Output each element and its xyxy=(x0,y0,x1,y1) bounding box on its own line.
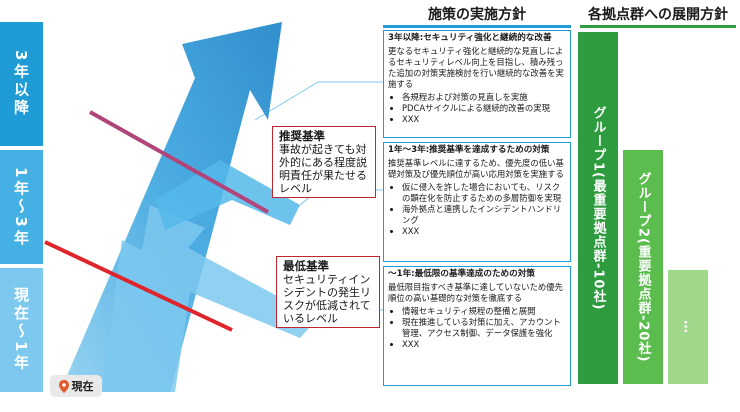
group-label: グループ2(重要拠点群-20社) xyxy=(635,171,651,363)
panel-body: 最低限目指すべき基準に達していないため優先順位の高い基礎的な対策を徹底する xyxy=(388,282,564,303)
panel-title: 〜1年:最低限の基準達成のための対策 xyxy=(388,269,535,279)
policy-header: 施策の実施方針 xyxy=(428,7,526,23)
recommended-threshold-line xyxy=(89,110,269,214)
current-label: 現在 xyxy=(71,380,94,393)
panel-item: 現在推進している対策に加え、アカウント管理、アクセス制御、データ保護を強化 xyxy=(402,317,566,339)
callout-title: 推奨基準 xyxy=(279,129,325,143)
group-more-bar: … xyxy=(668,270,708,384)
group-label: … xyxy=(680,320,696,334)
period-band-now-1: 現在〜1年 xyxy=(0,268,43,392)
panel-item: 各規程および対策の見直しを実施 xyxy=(402,92,566,103)
panel-body: 推奨基準レベルに達するため、優先度の低い基礎対策及び優先順位が高い応用対策を実施… xyxy=(388,158,564,179)
panel-body: 更なるセキュリティ強化と継続的な見直しによるセキュリティレベル向上を目指し、積み… xyxy=(388,46,564,89)
group-label: グループ1(最重要拠点群-10社) xyxy=(590,105,606,311)
policy-header-underline xyxy=(383,25,571,28)
current-marker: 現在 xyxy=(50,375,102,397)
deployment-header: 各拠点群への展開方針 xyxy=(588,7,728,23)
minimum-threshold-line xyxy=(44,240,233,332)
recommended-standard-callout: 推奨基準 事故が起きても対外的にある程度説明責任が果たせるレベル xyxy=(272,126,376,198)
panel-title: 3年以降:セキュリティ強化と継続的な改善 xyxy=(388,33,552,43)
callout-text: セキュリティインシデントの発生リスクが低減されているレベル xyxy=(283,273,371,325)
location-pin-icon xyxy=(58,379,69,393)
period-label: 現在〜1年 xyxy=(12,287,30,373)
panel-item: XXX xyxy=(402,226,566,237)
panel-item: 情報セキュリティ規程の整備と展開 xyxy=(402,306,566,317)
panel-item: 仮に侵入を許した場合においても、リスクの顕在化を防止するための多層防御を実現 xyxy=(402,182,566,204)
deployment-header-underline xyxy=(580,25,736,28)
panel-item: 海外拠点と連携したインシデントハンドリング xyxy=(402,204,566,226)
callout-title: 最低基準 xyxy=(283,259,329,273)
policy-panel-3-plus: 3年以降:セキュリティ強化と継続的な改善 更なるセキュリティ強化と継続的な見直し… xyxy=(383,30,571,138)
policy-panel-now-1: 〜1年:最低限の基準達成のための対策 最低限目指すべき基準に達していないため優先… xyxy=(383,266,571,386)
group-2-bar: グループ2(重要拠点群-20社) xyxy=(623,150,663,384)
connector-line xyxy=(254,81,383,121)
arrow-segment xyxy=(155,160,300,230)
minimum-standard-callout: 最低基準 セキュリティインシデントの発生リスクが低減されているレベル xyxy=(276,256,380,328)
arrow-segment xyxy=(102,205,318,392)
panel-item: XXX xyxy=(402,339,566,350)
period-label: 3年以降 xyxy=(12,50,30,118)
group-1-bar: グループ1(最重要拠点群-10社) xyxy=(578,32,618,384)
panel-item: PDCAサイクルによる継続的改善の実現 xyxy=(402,103,566,114)
period-label: 1年〜3年 xyxy=(12,166,30,248)
period-band-1-3: 1年〜3年 xyxy=(0,150,43,264)
panel-title: 1年〜3年:推奨基準を達成するための対策 xyxy=(388,145,550,155)
callout-text: 事故が起きても対外的にある程度説明責任が果たせるレベル xyxy=(279,143,367,195)
panel-item: XXX xyxy=(402,114,566,125)
period-band-3-plus: 3年以降 xyxy=(0,22,43,146)
policy-panel-1-3: 1年〜3年:推奨基準を達成するための対策 推奨基準レベルに達するため、優先度の低… xyxy=(383,142,571,262)
